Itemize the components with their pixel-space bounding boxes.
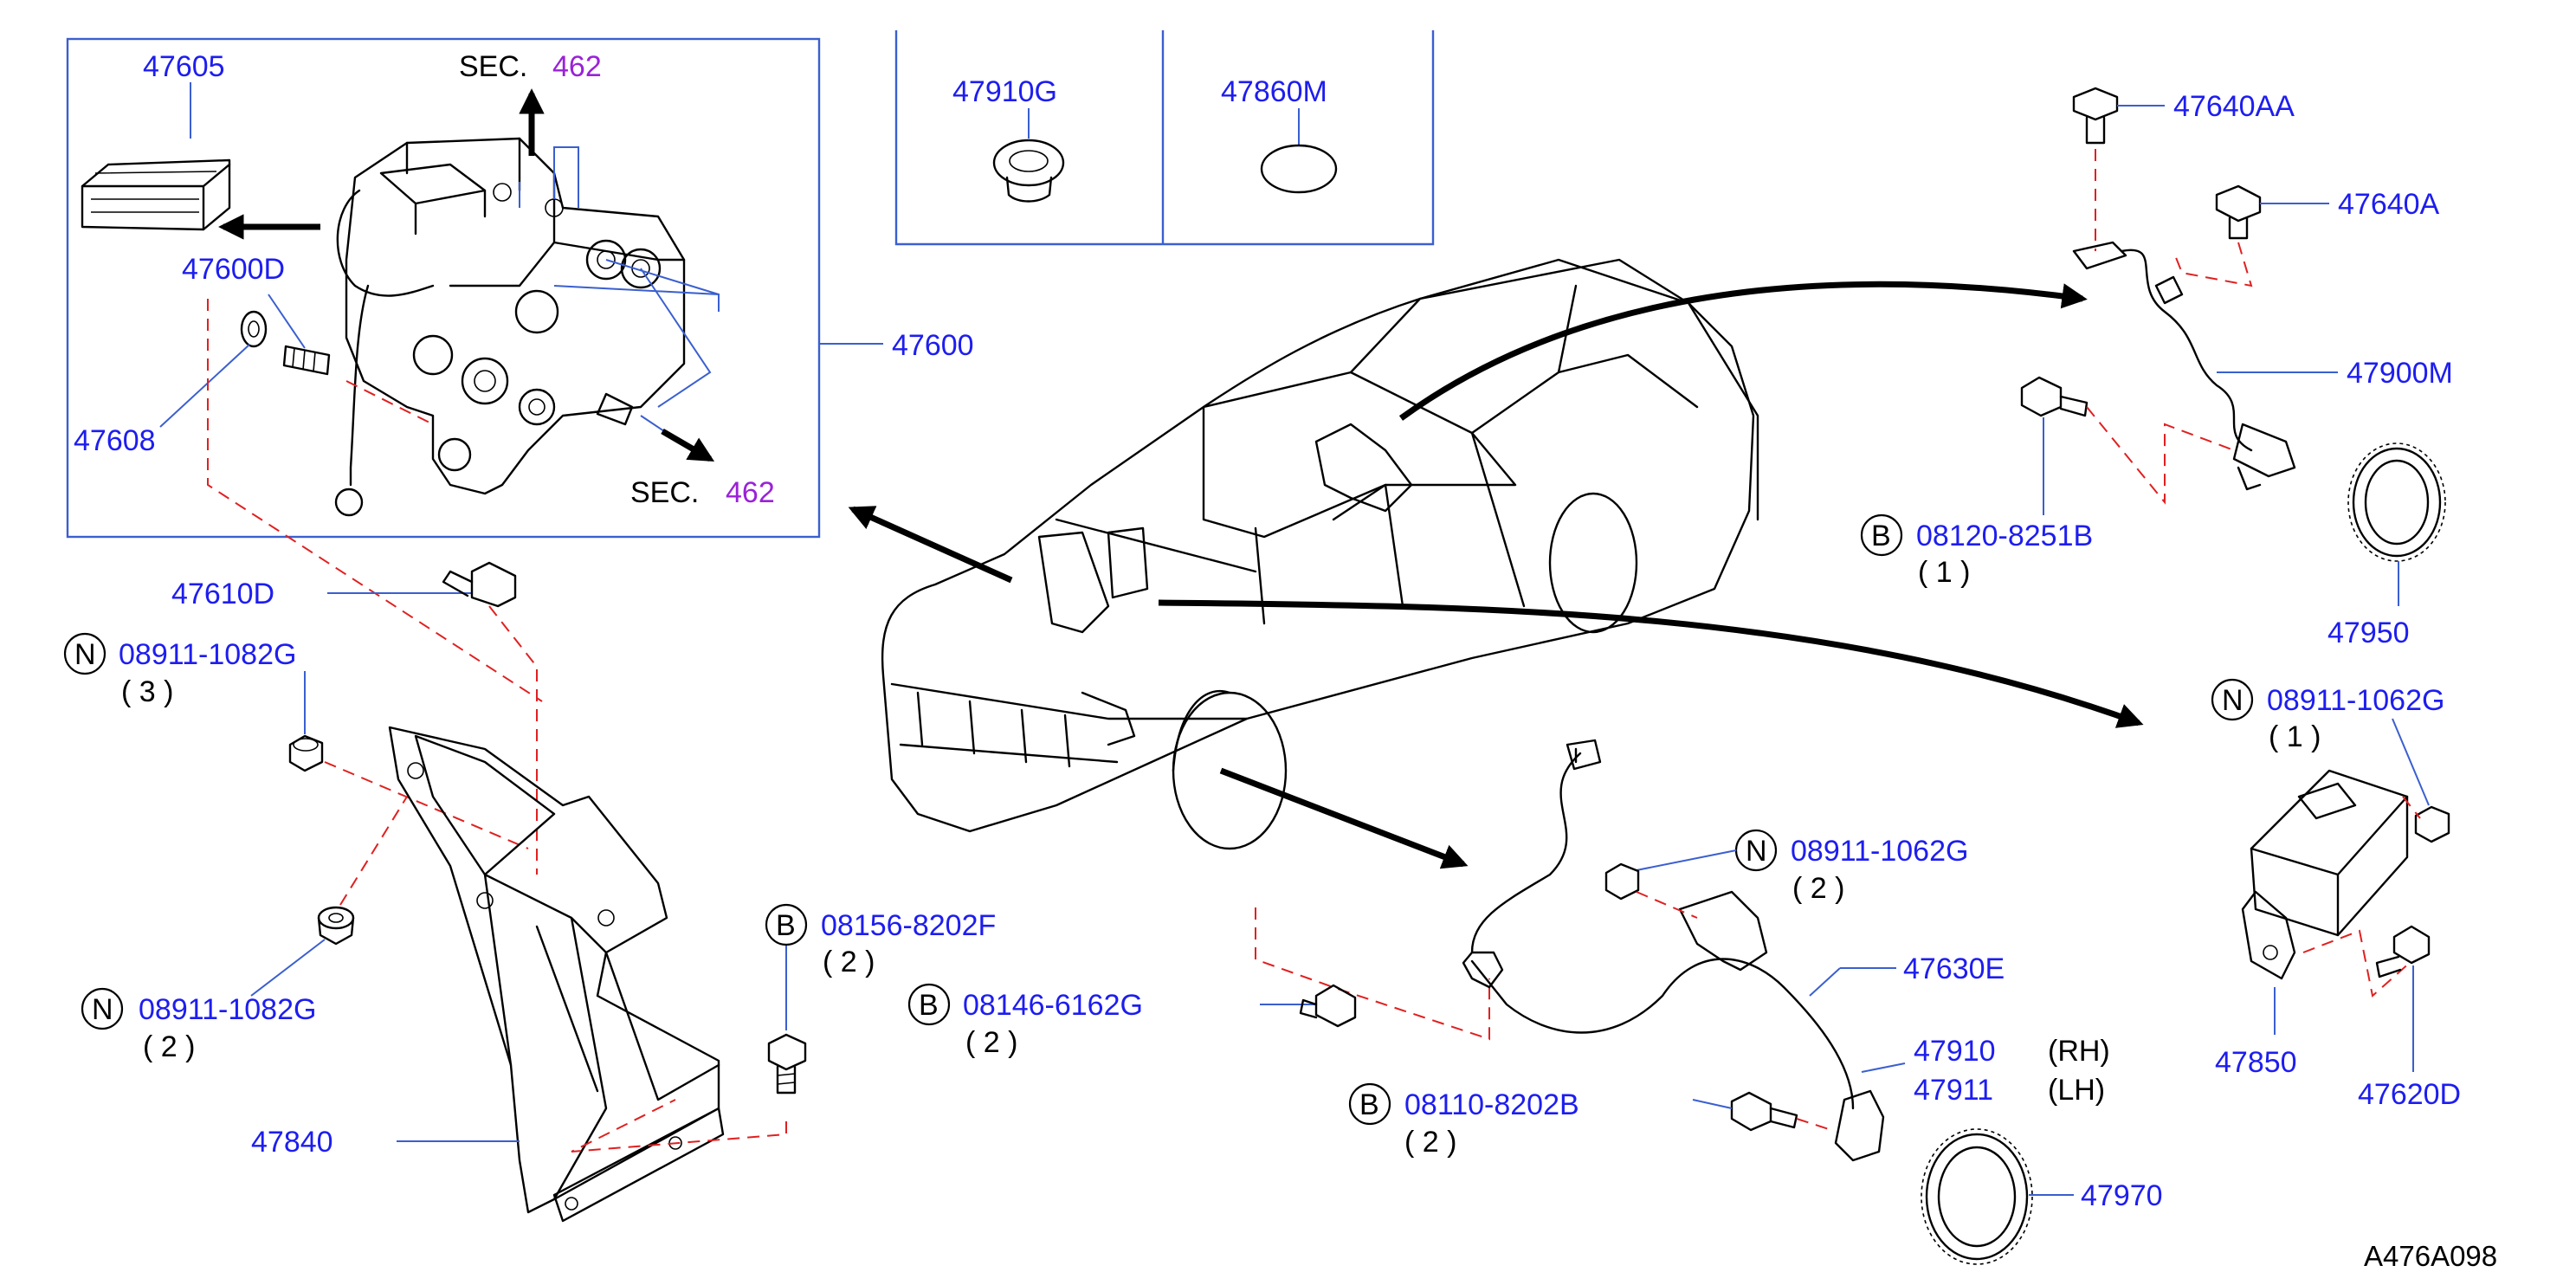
sec-ref-top[interactable]: 462 <box>552 50 602 83</box>
bolt-08120-8251B[interactable] <box>2020 376 2089 417</box>
washer-47608[interactable] <box>240 310 268 348</box>
fastener-qty-2c: ( 2 ) <box>965 1026 1017 1059</box>
bolt-47600D[interactable] <box>282 345 331 376</box>
bolt-08156-8202F[interactable] <box>767 1033 807 1095</box>
front-sensor-harness[interactable] <box>1462 739 1885 1162</box>
rotor-47970[interactable] <box>1921 1128 2033 1265</box>
part-47900M-label[interactable]: 47900M <box>2347 357 2453 390</box>
rh-label: (RH) <box>2048 1035 2110 1068</box>
bracket-47840[interactable] <box>388 726 725 1223</box>
part-47850-label[interactable]: 47850 <box>2215 1046 2297 1079</box>
fastener-08156-8202F[interactable]: 08156-8202F <box>821 909 996 942</box>
fastener-qty-2e: ( 2 ) <box>1792 872 1844 905</box>
nut-08911-1062G-right[interactable] <box>2414 805 2450 843</box>
part-47911-label[interactable]: 47911 <box>1914 1074 1993 1107</box>
bolt-front-sensor[interactable] <box>1299 984 1357 1028</box>
arrow-to-front-sensor <box>1219 767 1469 869</box>
fastener-qty-1b: ( 1 ) <box>2269 720 2321 753</box>
sec-label-top: SEC. <box>459 50 527 83</box>
fastener-b-prefix-3: B <box>1359 1088 1379 1121</box>
part-47600D-label[interactable]: 47600D <box>182 253 285 286</box>
part-47910-label[interactable]: 47910 <box>1914 1035 1996 1068</box>
part-47630E-label[interactable]: 47630E <box>1903 952 2005 985</box>
fastener-b-prefix-1: B <box>776 909 796 942</box>
fastener-qty-2d: ( 2 ) <box>1404 1126 1456 1159</box>
part-47608-label[interactable]: 47608 <box>74 424 156 457</box>
rear-sensor-47900M[interactable] <box>2072 241 2296 491</box>
fastener-08120-8251B[interactable]: 08120-8251B <box>1916 520 2093 552</box>
bolt-sensor-mount[interactable] <box>1730 1091 1798 1132</box>
arrow-to-rear-sensor <box>1398 281 2088 421</box>
fastener-08911-1082G-3[interactable]: 08911-1082G <box>119 638 296 671</box>
bolt-47640A[interactable] <box>2215 184 2262 240</box>
arrow-to-inset <box>848 506 1013 584</box>
fastener-qty-3: ( 3 ) <box>121 675 173 708</box>
fastener-b-prefix-2: B <box>919 989 939 1022</box>
actuator-inset-box: 47600 47605 <box>66 37 974 702</box>
g-sensor-47850[interactable] <box>2241 769 2409 980</box>
diagram-code: A476A098 <box>2364 1240 2497 1272</box>
arrow-sec-bottom <box>661 428 715 462</box>
part-47910G-label[interactable]: 47910G <box>952 75 1057 108</box>
fastener-08911-1062G-2[interactable]: 08911-1062G <box>1791 835 1968 868</box>
vehicle-outline <box>881 258 1759 850</box>
bolt-47640AA[interactable] <box>2072 87 2119 145</box>
part-47950-label[interactable]: 47950 <box>2327 617 2410 649</box>
abs-actuator-unit[interactable] <box>334 137 686 517</box>
arrow-to-g-sensor <box>1158 599 2144 728</box>
nut-08911-1082G-a[interactable] <box>288 734 324 772</box>
fastener-08110-8202B[interactable]: 08110-8202B <box>1404 1088 1579 1121</box>
part-47640AA-label[interactable]: 47640AA <box>2173 90 2295 123</box>
nut-08911-1062G-center[interactable] <box>1604 862 1640 901</box>
fastener-qty-2a: ( 2 ) <box>143 1030 195 1063</box>
bolt-47610D[interactable] <box>442 561 517 608</box>
plug-47860M[interactable] <box>1260 144 1338 194</box>
part-47600-label[interactable]: 47600 <box>892 329 974 362</box>
part-47640A-label[interactable]: 47640A <box>2338 188 2440 221</box>
nut-08911-1082G-b[interactable] <box>317 906 355 946</box>
top-panel: 47910G 47860M <box>894 30 1435 246</box>
part-47610D-label[interactable]: 47610D <box>171 578 274 610</box>
part-47605-label[interactable]: 47605 <box>143 50 225 83</box>
grommet-47910G[interactable] <box>992 139 1065 203</box>
fastener-08911-1082G-2[interactable]: 08911-1082G <box>139 993 316 1026</box>
relay-cover-47605[interactable] <box>81 158 231 231</box>
part-47840-label[interactable]: 47840 <box>251 1126 333 1159</box>
fastener-n-prefix-1: N <box>74 638 96 671</box>
fastener-n-prefix-4: N <box>2222 684 2244 717</box>
fastener-n-prefix-3: N <box>1746 835 1767 868</box>
fastener-08146-6162G[interactable]: 08146-6162G <box>963 989 1143 1022</box>
fastener-n-prefix-2: N <box>92 993 113 1026</box>
fastener-08911-1062G-1[interactable]: 08911-1062G <box>2267 684 2444 717</box>
lh-label: (LH) <box>2048 1074 2105 1107</box>
sec-label-bottom: SEC. <box>630 476 699 509</box>
fastener-qty-2b: ( 2 ) <box>823 946 875 978</box>
bolt-47620D[interactable] <box>2375 925 2431 978</box>
part-47860M-label[interactable]: 47860M <box>1221 75 1327 108</box>
fastener-b-prefix-4: B <box>1871 520 1891 552</box>
rotor-47950[interactable] <box>2347 442 2446 562</box>
part-47970-label[interactable]: 47970 <box>2081 1179 2163 1212</box>
part-47620D-label[interactable]: 47620D <box>2358 1078 2461 1111</box>
sec-ref-bottom[interactable]: 462 <box>726 476 775 509</box>
fastener-qty-1a: ( 1 ) <box>1918 556 1970 589</box>
